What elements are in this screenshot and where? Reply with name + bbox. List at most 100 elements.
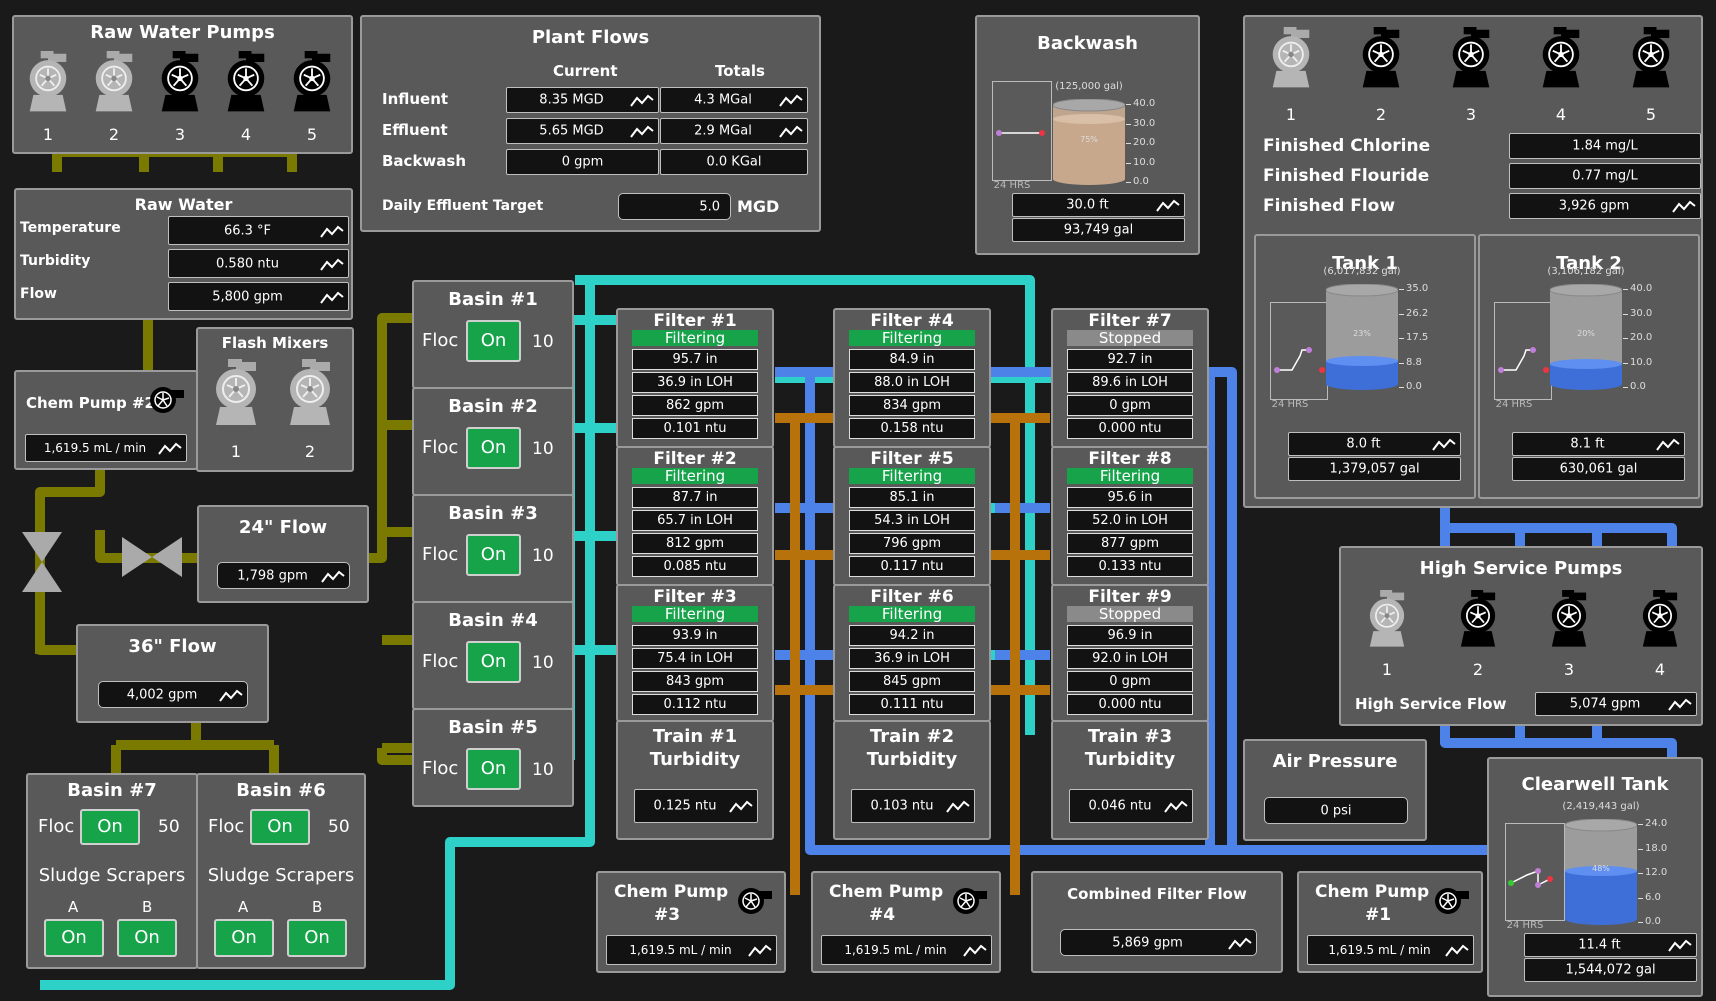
clearwell-tick: 6.0 <box>1645 891 1661 903</box>
high-service-pump-1-icon[interactable] <box>1365 590 1409 654</box>
high-service-pump-3-icon[interactable] <box>1547 590 1591 654</box>
clearwell-tick-line <box>1638 873 1643 874</box>
trend-icon[interactable] <box>157 440 183 456</box>
finished-pump-1-icon[interactable] <box>1269 27 1313 95</box>
trend-icon[interactable] <box>778 92 804 108</box>
tank2-tick-line <box>1623 338 1628 339</box>
trend-icon[interactable] <box>319 256 345 272</box>
trend-icon[interactable] <box>319 289 345 305</box>
trend-icon[interactable] <box>945 798 971 814</box>
basin6-scraper-b-toggle[interactable]: On <box>287 919 347 957</box>
raw-pump-1-icon[interactable] <box>26 51 70 119</box>
tank1-tick: 0.0 <box>1406 381 1422 392</box>
trend-icon[interactable] <box>1155 197 1181 213</box>
basin7-floc-speed: 50 <box>158 817 180 837</box>
chem-pump-4-panel: Chem Pump #4 1,619.5 mL / min <box>811 871 1001 973</box>
finished-pump-2-icon[interactable] <box>1359 27 1403 95</box>
raw-pump-5-icon[interactable] <box>290 51 334 119</box>
chem-pump-2-icon[interactable] <box>148 384 186 420</box>
tank1-cylinder <box>1326 284 1398 390</box>
filter-value: 96.9 in <box>1067 625 1193 646</box>
combined-filter-flow-title: Combined Filter Flow <box>1067 885 1247 903</box>
filter-name: Filter #9 <box>1088 587 1172 607</box>
basin6-scraper-a-toggle[interactable]: On <box>214 919 274 957</box>
filter-value: 87.7 in <box>632 487 758 508</box>
basin-floc-toggle[interactable]: On <box>466 641 521 683</box>
filter-value: 36.9 in LOH <box>849 648 975 669</box>
trend-icon[interactable] <box>1163 798 1189 814</box>
filter-name: Filter #5 <box>870 449 954 469</box>
filter-value: 843 gpm <box>632 671 758 692</box>
flash-mixer-1-icon[interactable] <box>212 359 260 433</box>
trend-icon[interactable] <box>1444 942 1470 958</box>
filter-status: Filtering <box>1067 468 1193 484</box>
trend-icon[interactable] <box>962 942 988 958</box>
trend-icon[interactable] <box>1431 436 1457 452</box>
high-service-pump-2-icon[interactable] <box>1456 590 1500 654</box>
chem_pump_3-title: Chem Pump <box>614 882 729 902</box>
backwash-capacity: (125,000 gal) <box>1055 81 1123 92</box>
high-service-pump-1-label: 1 <box>1381 660 1393 679</box>
tank1-tick: 8.8 <box>1406 356 1422 368</box>
finished-pump-3-icon[interactable] <box>1449 27 1493 95</box>
finished-pump-2-label: 2 <box>1375 105 1387 124</box>
raw-water-label: Turbidity <box>20 253 91 269</box>
trend-icon[interactable] <box>778 123 804 139</box>
chem_pump_4-icon[interactable] <box>951 885 989 921</box>
plant-flow-label: Effluent <box>382 121 448 139</box>
air-pressure-title: Air Pressure <box>1272 751 1398 772</box>
basin6-floc-speed: 50 <box>328 817 350 837</box>
trend-icon[interactable] <box>1667 937 1693 953</box>
train-turbidity-value: 0.103 ntu <box>851 789 975 823</box>
effluent-target-input[interactable]: 5.0 <box>618 193 731 220</box>
basin-floc-toggle[interactable]: On <box>466 534 521 576</box>
clearwell-hrs: 24 HRS <box>1506 920 1544 931</box>
filter-status: Filtering <box>849 468 975 484</box>
tank2-tick-line <box>1623 362 1628 364</box>
raw-pump-2-icon[interactable] <box>92 51 136 119</box>
trend-icon[interactable] <box>319 223 345 239</box>
valve-vertical-icon[interactable] <box>20 530 64 594</box>
finished-pump-4-icon[interactable] <box>1539 27 1583 95</box>
basin-floc-toggle[interactable]: On <box>466 748 521 790</box>
basin6-floc-toggle[interactable]: On <box>250 809 310 845</box>
basin7-floc-toggle[interactable]: On <box>80 809 140 845</box>
basin7-scraper-b-toggle[interactable]: On <box>117 919 177 957</box>
chem_pump_1-icon[interactable] <box>1433 885 1471 921</box>
trend-icon[interactable] <box>1671 198 1697 214</box>
tank1-tick-line <box>1399 289 1404 290</box>
valve-horizontal-icon[interactable] <box>120 535 184 579</box>
filter-value: 0 gpm <box>1067 671 1193 692</box>
high-service-pump-4-icon[interactable] <box>1638 590 1682 654</box>
trend-icon[interactable] <box>218 687 244 703</box>
trend-icon[interactable] <box>320 568 346 584</box>
filter-value: 92.0 in LOH <box>1067 648 1193 669</box>
trend-icon[interactable] <box>1655 436 1681 452</box>
tank2-trend-box[interactable] <box>1494 302 1552 400</box>
chem_pump_3-icon[interactable] <box>736 885 774 921</box>
backwash-tick: 30.0 <box>1133 117 1156 129</box>
raw-pump-4-icon[interactable] <box>224 51 268 119</box>
trend-icon[interactable] <box>747 942 773 958</box>
trend-icon[interactable] <box>629 92 655 108</box>
trend-icon[interactable] <box>728 798 754 814</box>
clearwell-volume: 1,544,072 gal <box>1524 958 1697 982</box>
basin7-scraper-a-toggle[interactable]: On <box>44 919 104 957</box>
chem_pump_4-title: Chem Pump <box>829 882 944 902</box>
trend-icon[interactable] <box>629 123 655 139</box>
flash-mixer-2-icon[interactable] <box>286 359 334 433</box>
filter-value: 88.0 in LOH <box>849 372 975 393</box>
clearwell-capacity: (2,419,443 gal) <box>1562 801 1640 812</box>
trend-icon[interactable] <box>1667 696 1693 712</box>
raw-water-value: 0.580 ntu <box>168 249 349 278</box>
raw-pump-3-icon[interactable] <box>158 51 202 119</box>
trend-icon[interactable] <box>1227 935 1253 951</box>
basin-floc-toggle[interactable]: On <box>466 427 521 469</box>
finished-pump-5-icon[interactable] <box>1629 27 1673 95</box>
basin-floc-toggle[interactable]: On <box>466 320 521 362</box>
basin-4-panel: Basin #4 Floc On 10 <box>412 601 574 710</box>
raw-water-value: 5,800 gpm <box>168 282 349 311</box>
